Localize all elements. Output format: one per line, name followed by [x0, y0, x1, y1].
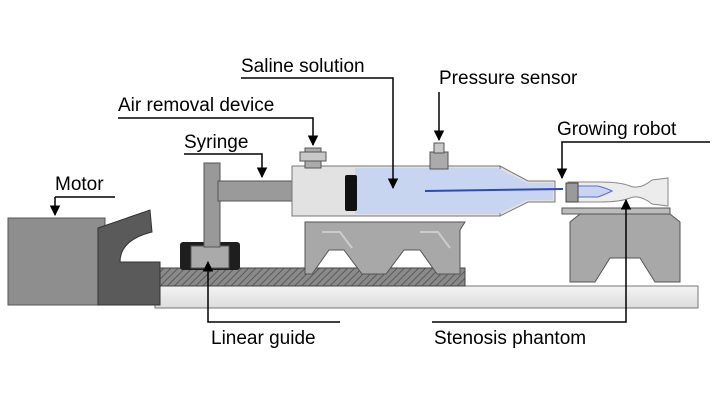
air-removal-cap	[299, 151, 327, 162]
label-linear-guide: Linear guide	[211, 328, 316, 349]
robot-body-line	[424, 188, 564, 192]
label-stenosis-phantom: Stenosis phantom	[434, 328, 586, 349]
pressure-sensor	[429, 151, 449, 170]
plunger-seal	[345, 175, 357, 211]
phantom-tube	[567, 177, 669, 207]
label-pressure-sensor: Pressure sensor	[439, 68, 578, 89]
motor-body	[7, 217, 106, 306]
plunger-pusher	[203, 162, 221, 248]
label-syringe: Syringe	[184, 132, 248, 153]
leader-saline	[241, 77, 399, 190]
motor-coupling	[97, 209, 161, 306]
label-air-removal: Air removal device	[118, 95, 274, 116]
guide-block	[190, 245, 230, 269]
robot-tip	[575, 185, 614, 198]
stand-leg-2	[420, 231, 451, 249]
label-growing-robot: Growing robot	[557, 119, 677, 140]
leader-robot	[556, 141, 710, 180]
robot-connector	[565, 182, 579, 203]
leader-air	[118, 117, 319, 147]
stand-leg-1	[322, 231, 353, 249]
pressure-sensor-top	[433, 142, 445, 154]
leader-stenosis	[432, 198, 632, 323]
label-saline-solution: Saline solution	[241, 56, 365, 77]
saline-cone	[498, 168, 553, 214]
label-motor: Motor	[55, 174, 104, 195]
phantom-tray	[561, 207, 671, 215]
base-plate	[154, 285, 699, 309]
leader-syringe	[184, 153, 268, 179]
leader-guide	[202, 260, 340, 323]
syringe-stand	[304, 221, 466, 275]
phantom-stand	[569, 213, 681, 283]
